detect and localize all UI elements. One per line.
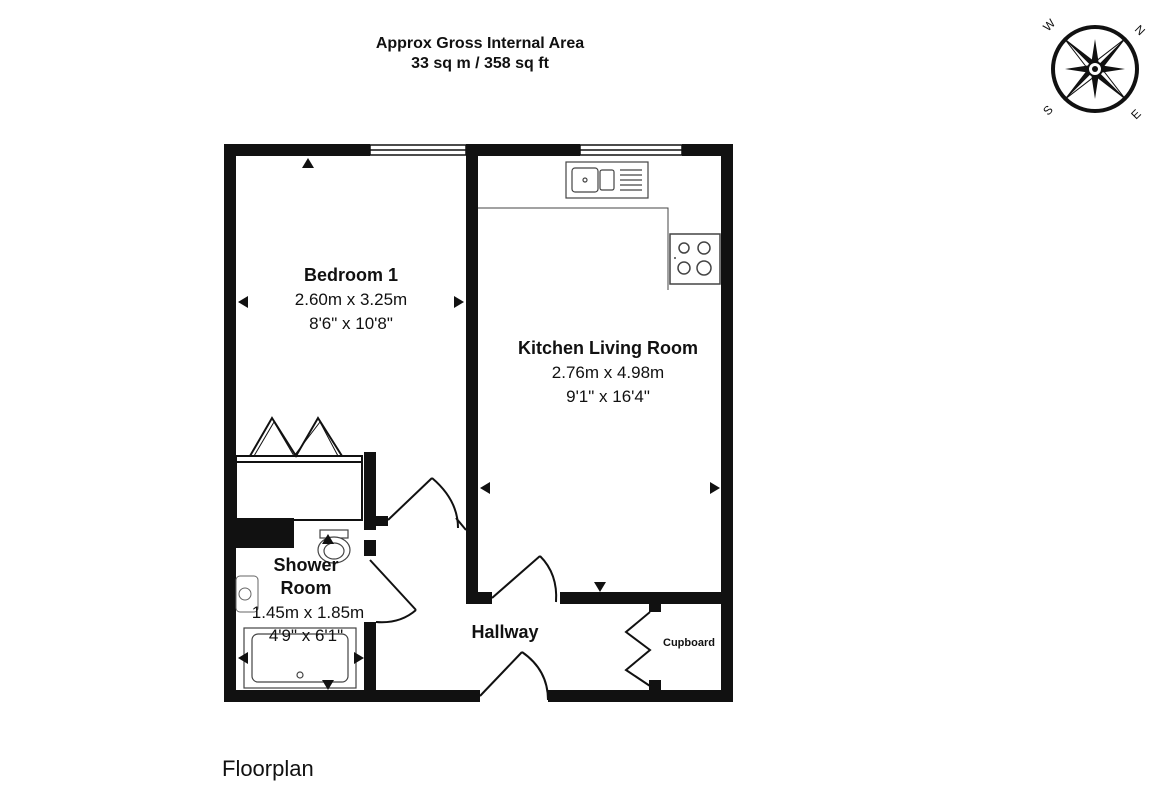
kitchen-imperial: 9'1" x 16'4" [566, 387, 650, 406]
hallway-name: Hallway [471, 622, 538, 642]
dimension-arrows [238, 158, 720, 690]
floorplan-caption: Floorplan [222, 756, 314, 781]
area-value: 33 sq m / 358 sq ft [411, 55, 549, 72]
shower-imperial: 4'9" x 6'1" [269, 626, 343, 645]
bedroom-imperial: 8'6" x 10'8" [309, 314, 393, 333]
cupboard-name: Cupboard [663, 637, 715, 649]
kitchen-metric: 2.76m x 4.98m [552, 363, 664, 382]
arrow-up-icon [302, 158, 314, 168]
wall-block [236, 518, 294, 548]
bedroom-metric: 2.60m x 3.25m [295, 290, 407, 309]
sink-icon [565, 161, 649, 199]
arrow-up-icon [322, 534, 334, 544]
wardrobe-bifold-door [249, 416, 343, 458]
arrow-left-icon [238, 296, 248, 308]
door-swings [369, 477, 558, 701]
cupboard-bifold-door [624, 611, 652, 687]
arrow-right-icon [710, 482, 720, 494]
basin-icon [235, 575, 259, 613]
arrow-right-icon [454, 296, 464, 308]
shower-name-line1: Shower [273, 555, 338, 575]
kitchen-worktop [478, 207, 669, 290]
outer-walls [224, 144, 733, 702]
kitchen-name: Kitchen Living Room [518, 338, 698, 358]
windows [369, 144, 683, 156]
shower-name-line2: Room [281, 578, 332, 598]
shower-tray-icon [243, 627, 357, 689]
area-header: Approx Gross Internal Area 33 sq m / 358… [280, 34, 680, 74]
wardrobe-walls [235, 455, 363, 521]
arrow-right-icon [354, 652, 364, 664]
arrow-left-icon [238, 652, 248, 664]
arrow-down-icon [594, 582, 606, 592]
compass-rose-icon: W N S E [1040, 16, 1148, 122]
area-title: Approx Gross Internal Area [375, 35, 585, 52]
shower-metric: 1.45m x 1.85m [252, 603, 364, 622]
wardrobe-bifold-door-inner [253, 421, 339, 457]
arrow-down-icon [322, 680, 334, 690]
arrow-left-icon [480, 482, 490, 494]
bedroom-name: Bedroom 1 [304, 265, 398, 285]
hob-icon [669, 233, 721, 285]
wall-stub [374, 516, 388, 526]
